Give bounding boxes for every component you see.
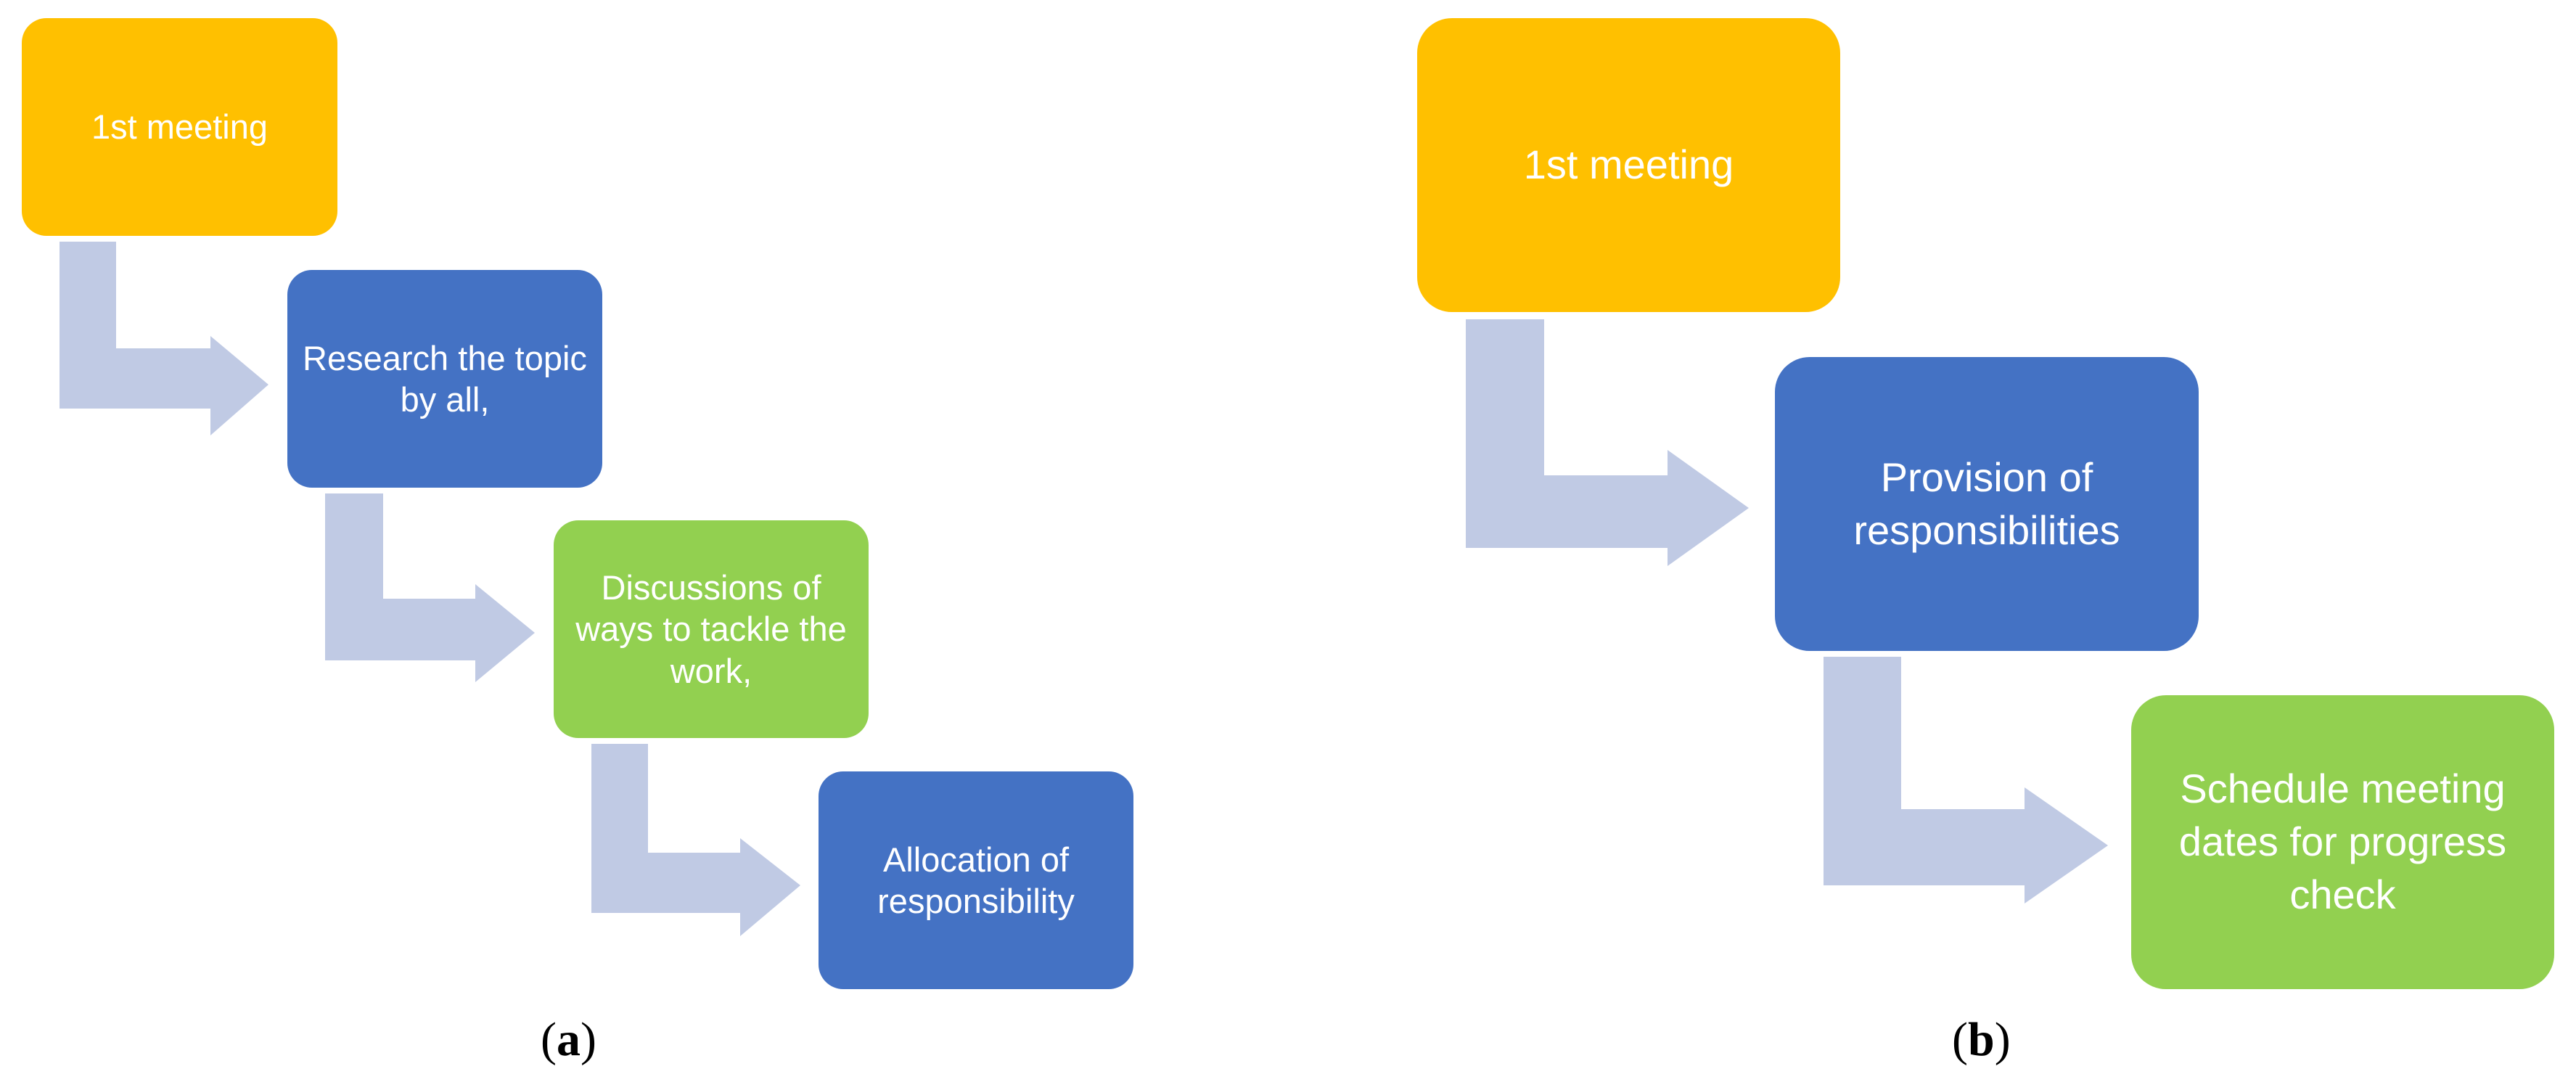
caption-a-letter: a [556,1013,581,1066]
arrow-b-1 [1466,319,1749,566]
arrow-a-2 [325,493,535,682]
caption-b: (b) [1952,1013,2011,1066]
arrow-a-1 [60,242,268,435]
diagram-a-step-1: 1st meeting [22,18,337,236]
diagram-b-step-2-label: Provision of responsibilities [1853,454,2120,553]
caption-b-letter: b [1967,1013,1995,1066]
diagram-b-step-1: 1st meeting [1417,18,1840,312]
caption-a: (a) [541,1013,596,1066]
diagram-b-step-3: Schedule meeting dates for progress chec… [2131,695,2554,989]
diagram-a-step-1-label: 1st meeting [91,107,268,147]
diagram-a-step-3: Discussions of ways to tackle the work, [554,520,869,738]
diagram-a-step-2: Research the topic by all, [287,270,602,488]
diagram-b-step-3-label: Schedule meeting dates for progress chec… [2178,766,2507,917]
diagram-a-step-2-label: Research the topic by all, [303,338,587,419]
diagram-a-step-4: Allocation of responsibility [819,771,1133,989]
diagram-a-step-4-label: Allocation of responsibility [877,840,1075,920]
diagram-b-step-2: Provision of responsibilities [1775,357,2199,651]
diagram-a-step-3-label: Discussions of ways to tackle the work, [575,568,847,690]
arrow-a-3 [591,744,800,936]
diagram-b-step-1-label: 1st meeting [1523,142,1734,188]
arrow-b-2 [1824,657,2108,903]
